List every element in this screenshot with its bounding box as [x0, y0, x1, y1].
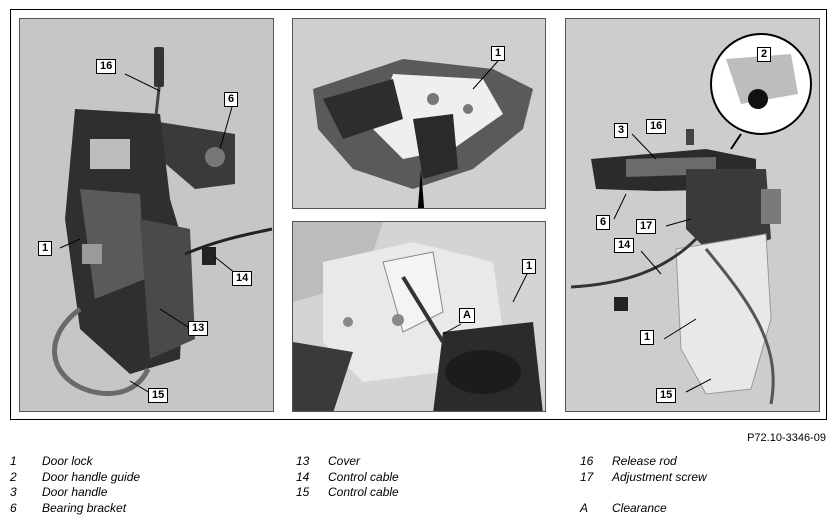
- legend-number: 2: [10, 469, 17, 484]
- callout-14: 14: [232, 271, 253, 286]
- legend-number: 17: [580, 469, 594, 484]
- figure-reference: P72.10-3346-09: [747, 432, 826, 444]
- panel-lock-detail-top: 1: [292, 18, 546, 209]
- legend-number: 1: [10, 454, 17, 468]
- panel-lock-detail-zoom: 1 A: [292, 221, 546, 412]
- legend-text: Clearance: [612, 500, 667, 515]
- callout-15-right: 15: [656, 388, 677, 403]
- legend-text: Door handle guide: [42, 469, 141, 484]
- callout-13: 13: [188, 321, 209, 336]
- legend-number: 16: [580, 454, 594, 468]
- legend-text: Door handle: [42, 485, 108, 499]
- callout-2: 2: [757, 47, 772, 62]
- callout-3: 3: [614, 123, 629, 138]
- callout-1: 1: [38, 241, 53, 256]
- callout-17: 17: [636, 219, 657, 234]
- legend-number: 6: [10, 500, 17, 515]
- legend-text: Cover: [328, 454, 361, 468]
- callout-1-top: 1: [491, 46, 506, 61]
- figure-frame: 16 6 1 14 13 15 1: [10, 9, 827, 420]
- callout-15: 15: [148, 388, 169, 403]
- callout-16-right: 16: [646, 119, 667, 134]
- panel-door-lock-assembly: 16 6 1 14 13 15: [19, 18, 274, 412]
- legend-text: Control cable: [328, 469, 399, 484]
- legend-number: 13: [296, 454, 310, 468]
- legend-number: 15: [296, 485, 310, 499]
- callout-16: 16: [96, 59, 117, 74]
- callout-1-zoom: 1: [522, 259, 537, 274]
- legend-number: 14: [296, 469, 310, 484]
- lock-detail-top-illustration: [293, 19, 545, 208]
- legend-text: Control cable: [328, 485, 399, 499]
- legend-text: Door lock: [42, 454, 93, 468]
- callout-1-right: 1: [640, 330, 655, 345]
- legend-number: A: [580, 500, 589, 515]
- callout-6: 6: [224, 92, 239, 107]
- panel-door-handle-assembly: 2 3 16 6 17 14 1 15: [565, 18, 820, 412]
- legend-text: Adjustment screw: [612, 469, 707, 484]
- lock-detail-zoom-illustration: [293, 222, 545, 411]
- legend: 1 Door lock 2 Door handle guide 3 Door h…: [0, 454, 837, 523]
- callout-A-zoom: A: [459, 308, 475, 323]
- door-handle-assembly-illustration: [566, 19, 819, 411]
- door-lock-assembly-illustration: [20, 19, 273, 411]
- legend-number: 3: [10, 485, 17, 499]
- callout-6-right: 6: [596, 215, 611, 230]
- legend-text: Release rod: [612, 454, 677, 468]
- legend-text: Bearing bracket: [42, 500, 127, 515]
- callout-14-right: 14: [614, 238, 635, 253]
